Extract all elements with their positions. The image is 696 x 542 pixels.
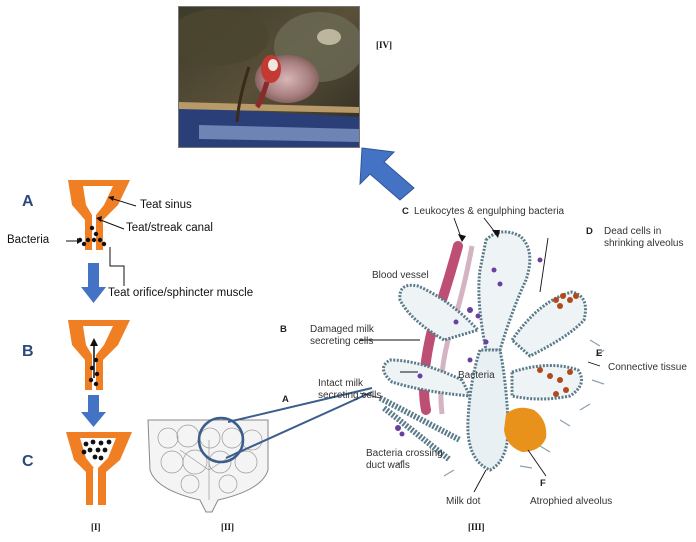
- iii-label-b: B: [280, 324, 287, 335]
- panel-ii-label: [II]: [221, 522, 234, 532]
- udder-photo-illustration: [179, 7, 359, 147]
- label-intact-cells: Intact milk secreting cells: [318, 378, 382, 401]
- label-leukocytes: Leukocytes & engulphing bacteria: [414, 206, 565, 217]
- step-label-a: A: [22, 193, 34, 210]
- label-damaged-cells: Damaged milk secreting cells: [310, 324, 374, 347]
- panel-iv-label: [IV]: [376, 40, 392, 50]
- label-milk-dot: Milk dot: [446, 496, 481, 507]
- step-label-b: B: [22, 343, 34, 360]
- teat-b-shape: [68, 320, 130, 390]
- label-teat-canal: Teat/streak canal: [126, 222, 213, 234]
- label-connective-tissue: Connective tissue: [608, 362, 687, 373]
- iii-label-f: F: [540, 478, 546, 489]
- label-bacteria: Bacteria: [7, 234, 50, 246]
- teat-c-shape: [66, 432, 132, 505]
- step-label-c: C: [22, 453, 34, 470]
- photo-panel: [178, 6, 360, 148]
- iii-label-d: D: [586, 226, 593, 237]
- zoom-circle: [197, 416, 245, 464]
- iii-label-a: A: [282, 394, 289, 405]
- label-teat-sinus: Teat sinus: [140, 199, 192, 211]
- iii-label-e: E: [596, 348, 603, 359]
- label-bacteria-inner: Bacteria: [458, 370, 495, 381]
- panel-iii-label: [III]: [468, 522, 485, 532]
- label-teat-orifice: Teat orifice/sphincter muscle: [108, 287, 254, 299]
- iii-label-c: C: [402, 206, 409, 217]
- label-bacteria-crossing: Bacteria crossing duct walls: [366, 448, 443, 471]
- panel-i-label: [I]: [91, 522, 101, 532]
- label-dead-cells: Dead cells in shrinking alveolus: [604, 226, 684, 249]
- label-blood-vessel: Blood vessel: [372, 270, 429, 281]
- teat-a-shape: [68, 180, 130, 250]
- label-atrophied: Atrophied alveolus: [530, 496, 613, 507]
